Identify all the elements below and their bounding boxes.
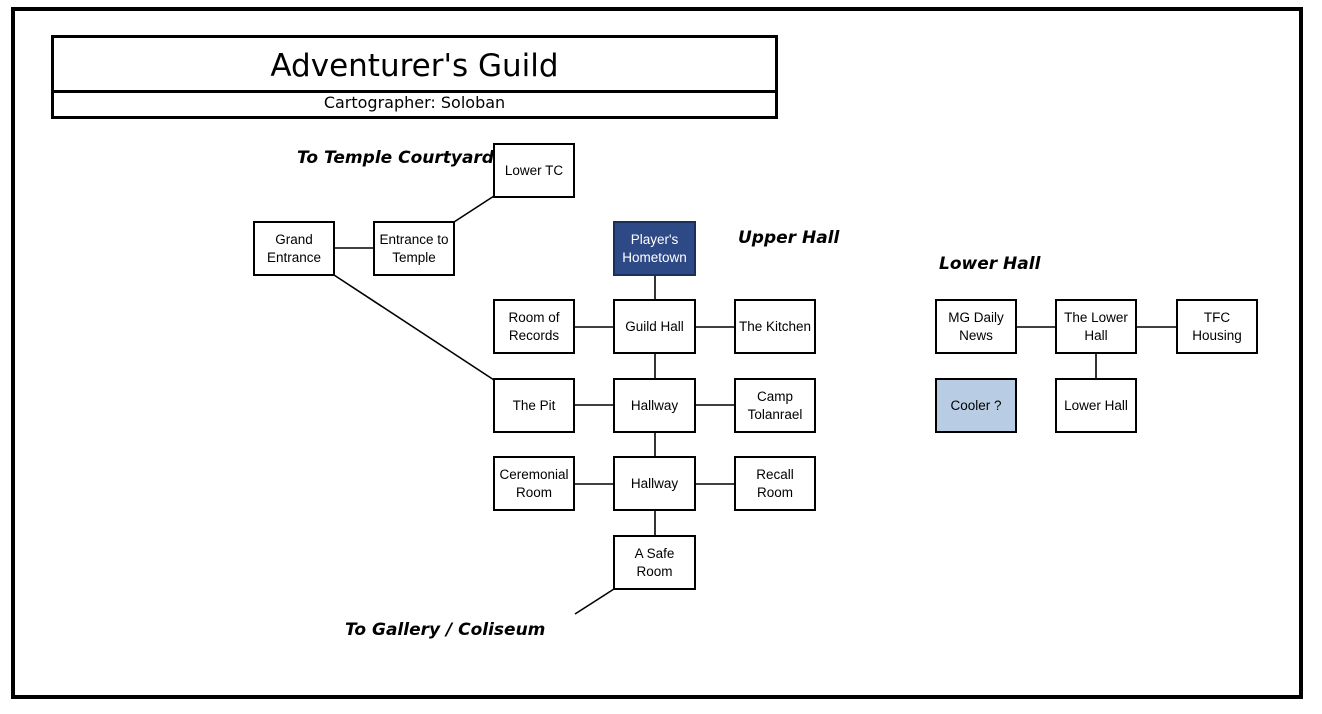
room-the-lower-hall[interactable]: The Lower Hall	[1055, 299, 1137, 354]
room-cooler[interactable]: Cooler ?	[935, 378, 1017, 433]
room-tfc-housing[interactable]: TFC Housing	[1176, 299, 1258, 354]
label-lower-hall: Lower Hall	[939, 254, 1041, 274]
room-mg-daily-news[interactable]: MG Daily News	[935, 299, 1017, 354]
room-camp-tolanrael[interactable]: Camp Tolanrael	[734, 378, 816, 433]
room-the-pit[interactable]: The Pit	[493, 378, 575, 433]
room-players-hometown[interactable]: Player's Hometown	[613, 221, 696, 276]
room-lower-hall[interactable]: Lower Hall	[1055, 378, 1137, 433]
connector-grand-entrance-pit	[333, 274, 495, 381]
cartographer-credit: Cartographer: Soloban	[323, 93, 506, 112]
room-grand-entrance[interactable]: Grand Entrance	[253, 221, 335, 276]
room-a-safe-room[interactable]: A Safe Room	[613, 535, 696, 590]
label-upper-hall: Upper Hall	[738, 228, 840, 248]
label-to-gallery-coliseum: To Gallery / Coliseum	[345, 620, 546, 640]
room-hallway-upper[interactable]: Hallway	[613, 378, 696, 433]
room-hallway-lower[interactable]: Hallway	[613, 456, 696, 511]
connector-temple-lower-tc	[453, 195, 495, 223]
room-room-of-records[interactable]: Room of Records	[493, 299, 575, 354]
room-lower-tc[interactable]: Lower TC	[493, 143, 575, 198]
room-recall-room[interactable]: Recall Room	[734, 456, 816, 511]
page-title: Adventurer's Guild	[270, 48, 559, 84]
room-the-kitchen[interactable]: The Kitchen	[734, 299, 816, 354]
subtitle-box: Cartographer: Soloban	[51, 90, 778, 119]
room-entrance-to-temple[interactable]: Entrance to Temple	[373, 221, 455, 276]
room-guild-hall[interactable]: Guild Hall	[613, 299, 696, 354]
room-ceremonial-room[interactable]: Ceremonial Room	[493, 456, 575, 511]
title-box: Adventurer's Guild	[51, 35, 778, 93]
label-to-temple-courtyard: To Temple Courtyard	[297, 148, 494, 168]
map-frame	[11, 7, 1303, 699]
connector-safe-room-gallery	[574, 588, 615, 615]
